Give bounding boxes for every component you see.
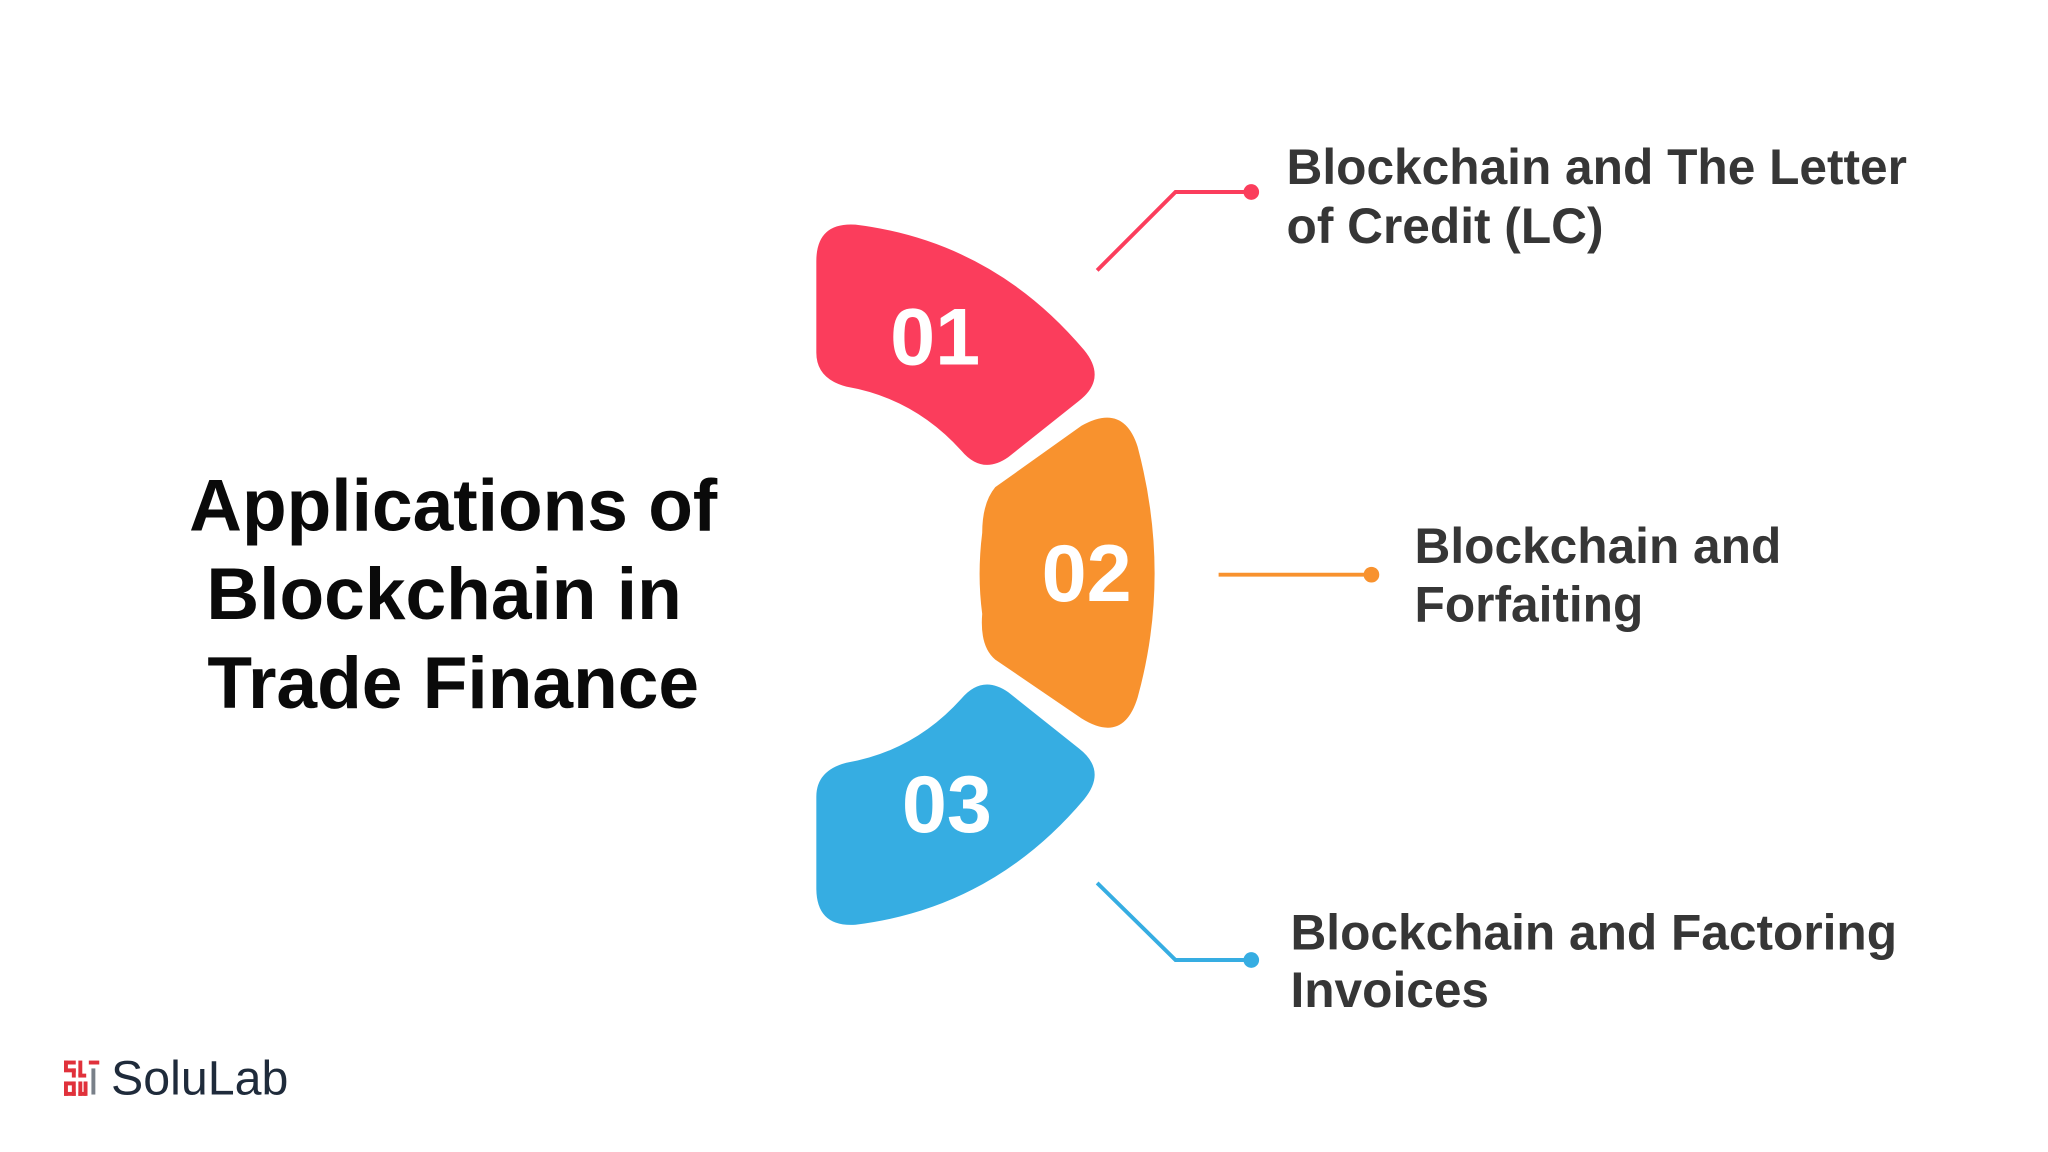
item-03-label: Blockchain and Factoring Invoices [1290,905,1897,1018]
connector-dot-03 [1243,952,1260,968]
connector-dot-02 [1363,566,1380,583]
segment-number-03: 03 [902,760,992,850]
title-line-2: Blockchain in [206,554,681,635]
connector-dot-01 [1243,184,1260,200]
item-03-line-2: Invoices [1290,962,1489,1018]
connector-02 [1218,566,1380,583]
segment-number-01: 01 [890,292,980,382]
solulab-logo: SoluLab [64,1052,288,1106]
connector-03 [1095,881,1260,968]
brand-name: SoluLab [111,1052,288,1106]
connector-01 [1095,184,1260,272]
solulab-logo-icon [64,1060,100,1096]
item-01-line-2: of Credit (LC) [1287,198,1604,254]
item-02-line-1: Blockchain and [1415,518,1782,574]
title-line-3: Trade Finance [207,643,699,724]
title: Applications of Blockchain in Trade Fina… [189,465,718,724]
segment-number-02: 02 [1042,529,1132,619]
segment-01: 01 [816,224,1095,465]
segment-03: 03 [816,684,1095,925]
item-03-line-1: Blockchain and Factoring [1290,905,1897,961]
item-02-label: Blockchain and Forfaiting [1415,518,1782,633]
item-01-line-1: Blockchain and The Letter [1287,139,1907,195]
segment-02: 02 [979,417,1155,728]
title-line-1: Applications of [189,465,718,546]
item-01-label: Blockchain and The Letter of Credit (LC) [1287,139,1907,254]
item-02-line-2: Forfaiting [1415,577,1644,633]
